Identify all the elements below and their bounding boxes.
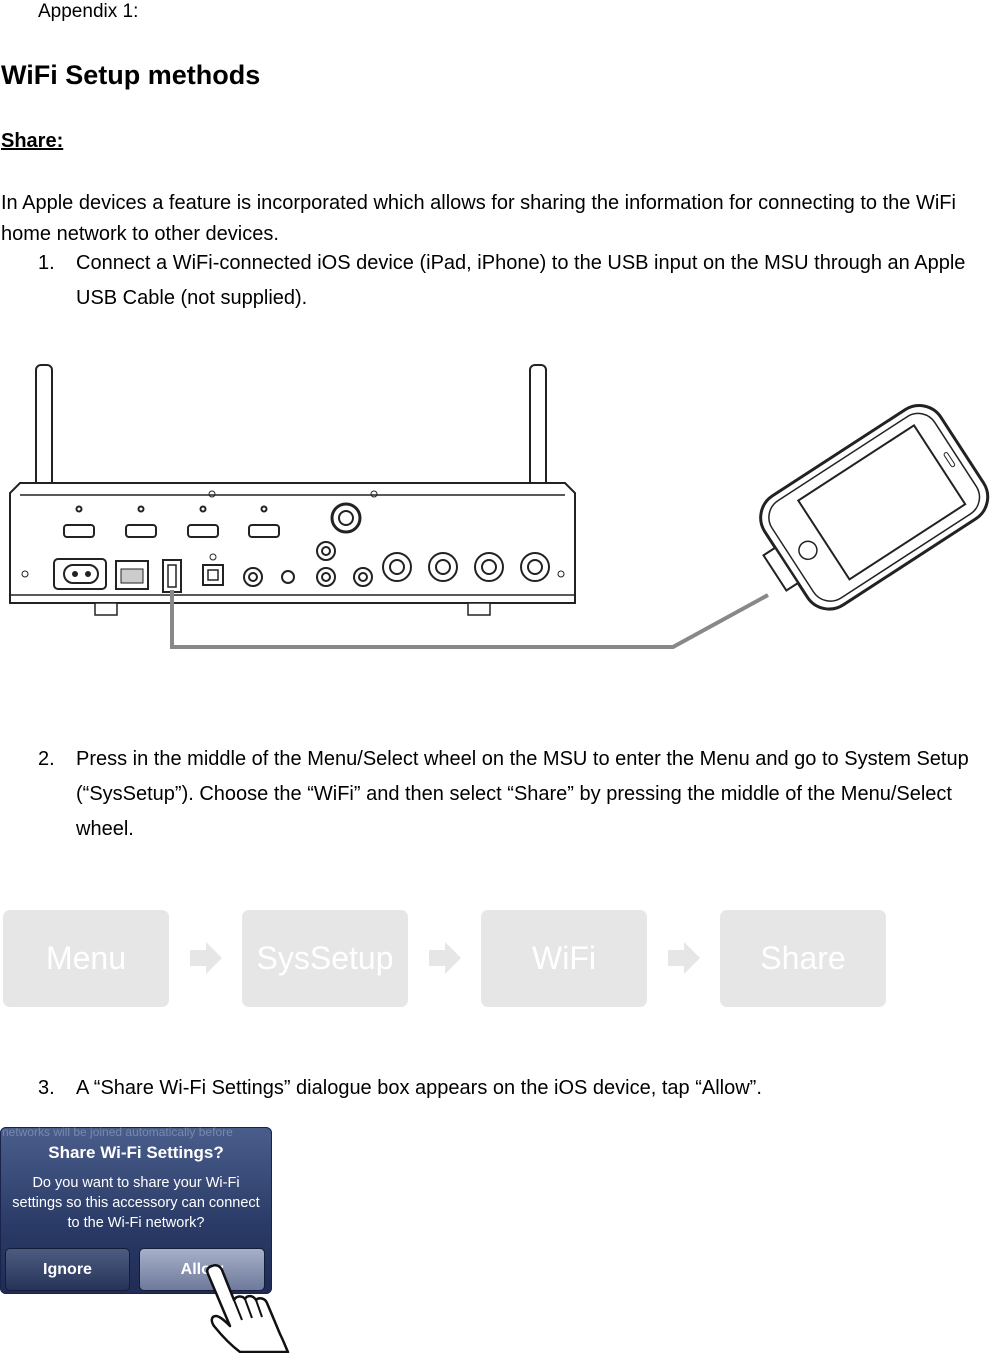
appendix-label: Appendix 1: <box>38 1 139 22</box>
step-number: 3. <box>38 1077 55 1099</box>
flow-step-menu: Menu <box>3 910 169 1007</box>
usb-cable <box>170 590 769 649</box>
allow-button[interactable]: Allow <box>139 1248 265 1291</box>
msu-iphone-connection-illustration <box>9 364 990 649</box>
intro-paragraph: In Apple devices a feature is incorporat… <box>1 192 956 245</box>
step-number: 2. <box>38 748 55 770</box>
dialog-title: Share Wi-Fi Settings? <box>48 1143 224 1162</box>
section-heading: Share: <box>1 130 64 152</box>
flow-step-syssetup: SysSetup <box>242 910 408 1007</box>
page-title: WiFi Setup methods <box>1 60 261 90</box>
dialog-message: Do you want to share your Wi-Fi settings… <box>12 1175 260 1231</box>
share-wifi-dialog: networks will be joined automatically be… <box>0 1127 272 1294</box>
arrow-right-icon <box>429 942 461 974</box>
step-1: 1. Connect a WiFi-connected iOS device (… <box>38 246 988 316</box>
step-number: 1. <box>38 252 55 274</box>
flow-step-wifi: WiFi <box>481 910 647 1007</box>
step-2: 2. Press in the middle of the Menu/Selec… <box>38 742 988 847</box>
ignore-button[interactable]: Ignore <box>5 1248 130 1291</box>
step-text: Connect a WiFi-connected iOS device (iPa… <box>76 252 966 309</box>
step-text: Press in the middle of the Menu/Select w… <box>76 748 969 840</box>
arrow-right-icon <box>668 942 700 974</box>
arrow-right-icon <box>190 942 222 974</box>
flow-step-share: Share <box>720 910 886 1007</box>
step-text: A “Share Wi-Fi Settings” dialogue box ap… <box>76 1077 762 1099</box>
tapping-hand-icon <box>205 1263 290 1353</box>
dialog-background-text: networks will be joined automatically be… <box>2 1127 233 1139</box>
step-3: 3. A “Share Wi-Fi Settings” dialogue box… <box>38 1071 988 1106</box>
iphone-icon <box>759 404 990 611</box>
